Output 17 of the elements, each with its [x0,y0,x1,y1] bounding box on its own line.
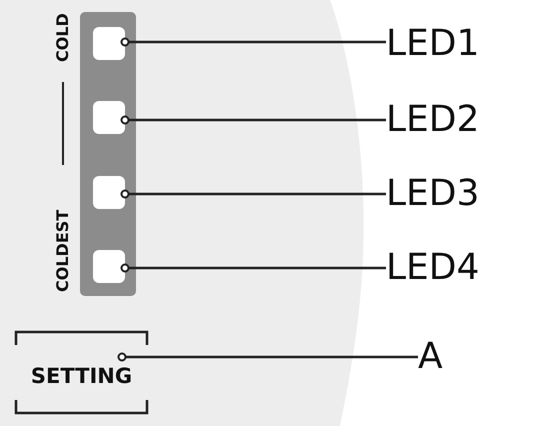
leader-line [118,352,418,362]
led-light [93,101,125,134]
led-light [93,250,125,283]
callout-label: A [418,337,458,377]
callout-label: LED3 [386,174,506,214]
button-label: SETTING [30,364,132,388]
leader-line [120,116,386,124]
callout-label: LED1 [386,24,506,64]
led-light [93,176,125,209]
callout-label: LED4 [386,248,506,288]
scale-label: COLD [55,13,71,62]
leader-line [120,38,386,46]
leader-line [120,190,386,198]
callout-label: LED2 [386,100,506,140]
leader-line [120,264,386,272]
led-light [93,27,125,60]
scale-label: COLDEST [55,210,71,292]
